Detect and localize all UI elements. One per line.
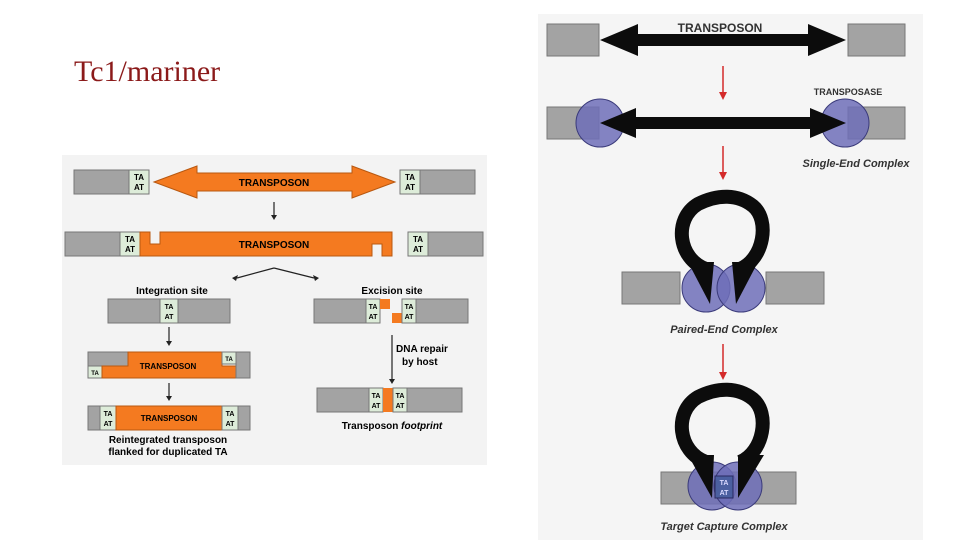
transposon-label: TRANSPOSON bbox=[239, 240, 310, 251]
footprint-caption: Transposon footprint bbox=[342, 421, 443, 432]
ta-box bbox=[128, 169, 150, 195]
dna-segment bbox=[235, 351, 251, 379]
ta-label: TA bbox=[405, 304, 414, 311]
transposon-double-arrow bbox=[152, 165, 397, 199]
overhang bbox=[392, 313, 402, 323]
footprint-insert bbox=[383, 388, 393, 412]
loop-arrow-head bbox=[688, 262, 714, 304]
reintegrated-caption: flanked for duplicated TA bbox=[108, 447, 227, 458]
branch-arrow-head bbox=[232, 275, 238, 281]
ta-label: TA bbox=[134, 173, 144, 182]
at-label: AT bbox=[720, 490, 730, 497]
at-label: AT bbox=[134, 183, 144, 192]
dna-flank-left bbox=[621, 271, 681, 305]
dna-segment bbox=[177, 298, 231, 324]
dna-repair-label: DNA repair bbox=[396, 344, 448, 355]
step-arrow-head bbox=[166, 341, 172, 346]
dna-segment bbox=[87, 351, 129, 367]
dna-segment bbox=[313, 298, 367, 324]
dna-flank-right bbox=[847, 23, 906, 57]
step-arrow-red-head bbox=[719, 92, 727, 100]
right-complex-diagram: TRANSPOSON TRANSPOSASE Single-End Comple… bbox=[538, 14, 923, 540]
repair-arrow-head bbox=[389, 379, 395, 384]
dna-segment bbox=[415, 298, 469, 324]
dna-flank-left bbox=[73, 169, 130, 195]
ta-label: TA bbox=[720, 480, 729, 487]
overhang bbox=[380, 299, 390, 309]
dna-flank-left bbox=[546, 23, 600, 57]
loop-arrow-head bbox=[688, 455, 714, 498]
ta-label: TA bbox=[226, 411, 235, 418]
ta-label: TA bbox=[396, 393, 405, 400]
branch-arrow-left bbox=[236, 267, 275, 279]
ta-label: TA bbox=[405, 173, 415, 182]
ta-label: TA bbox=[369, 304, 378, 311]
inserted-transposon bbox=[101, 351, 237, 379]
at-label: AT bbox=[396, 403, 406, 410]
dna-segment bbox=[87, 405, 101, 431]
at-label: AT bbox=[226, 421, 236, 428]
ta-label: TA bbox=[165, 304, 174, 311]
dna-segment bbox=[406, 387, 463, 413]
transposon-double-arrow bbox=[600, 24, 846, 56]
paired-end-complex-label: Paired-End Complex bbox=[670, 324, 778, 336]
dna-segment bbox=[237, 405, 251, 431]
ta-box bbox=[365, 298, 381, 324]
at-label: AT bbox=[165, 314, 175, 321]
at-label: AT bbox=[125, 245, 135, 254]
ta-label: TA bbox=[225, 357, 233, 363]
at-label: AT bbox=[405, 314, 415, 321]
dna-flank-right bbox=[427, 231, 484, 257]
transposon-label: TRANSPOSON bbox=[140, 362, 197, 371]
step-arrow-head bbox=[271, 215, 277, 220]
loop-arrow-head bbox=[738, 455, 764, 498]
looped-transposon bbox=[674, 189, 770, 276]
dna-segment bbox=[316, 387, 370, 413]
transposase-label: TRANSPOSASE bbox=[814, 87, 883, 97]
transposon-double-arrow bbox=[600, 108, 846, 138]
excised-transposon bbox=[139, 231, 393, 257]
dna-segment bbox=[107, 298, 161, 324]
target-capture-complex-label: Target Capture Complex bbox=[660, 521, 788, 533]
step-arrow-head bbox=[166, 396, 172, 401]
at-label: AT bbox=[372, 403, 382, 410]
excision-site-label: Excision site bbox=[361, 286, 423, 297]
reintegrated-transposon bbox=[115, 405, 223, 431]
dna-repair-label: by host bbox=[402, 357, 438, 368]
ta-label: TA bbox=[91, 371, 99, 377]
at-label: AT bbox=[413, 245, 423, 254]
single-end-complex-label: Single-End Complex bbox=[803, 158, 911, 170]
step-arrow-red-head bbox=[719, 172, 727, 180]
ta-label: TA bbox=[372, 393, 381, 400]
looped-transposon bbox=[674, 382, 770, 469]
integration-site-label: Integration site bbox=[136, 286, 208, 297]
ta-label: TA bbox=[413, 235, 423, 244]
ta-label: TA bbox=[125, 235, 135, 244]
transposon-label: TRANSPOSON bbox=[678, 21, 763, 35]
dna-flank-right bbox=[765, 271, 825, 305]
transposon-label: TRANSPOSON bbox=[239, 178, 310, 189]
branch-arrow-head bbox=[313, 275, 319, 281]
branch-arrow-right bbox=[273, 267, 315, 279]
transposon-label: TRANSPOSON bbox=[141, 414, 198, 423]
at-label: AT bbox=[104, 421, 114, 428]
ta-box bbox=[714, 475, 734, 499]
at-label: AT bbox=[369, 314, 379, 321]
footprint-caption-italic: footprint bbox=[401, 421, 443, 432]
reintegrated-caption: Reintegrated transposon bbox=[109, 435, 227, 446]
left-transposition-diagram: TA AT TRANSPOSON TA AT TA AT TRANSPOSON … bbox=[62, 155, 487, 465]
ta-label: TA bbox=[104, 411, 113, 418]
step-arrow-red-head bbox=[719, 372, 727, 380]
loop-arrow-head bbox=[732, 262, 758, 304]
dna-flank-right bbox=[419, 169, 476, 195]
at-label: AT bbox=[405, 183, 415, 192]
footprint-caption-prefix: Transposon bbox=[342, 421, 401, 432]
slide-title: Tc1/mariner bbox=[74, 55, 221, 88]
dna-flank-left bbox=[64, 231, 121, 257]
